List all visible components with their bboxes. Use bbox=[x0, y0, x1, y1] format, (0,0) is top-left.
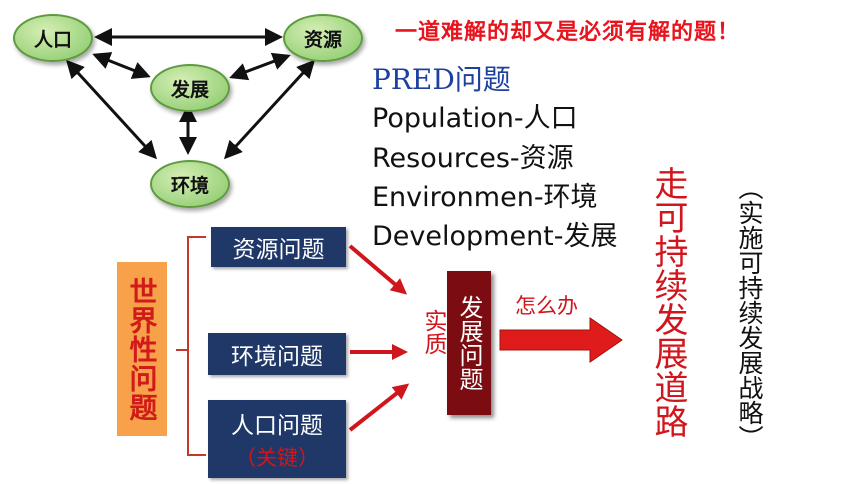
development-problem-box: 发展问题 bbox=[447, 271, 491, 415]
pred-triangle-arrows bbox=[65, 28, 316, 160]
population-problem-key-label: （关键） bbox=[235, 446, 319, 470]
what-to-do-label: 怎么办 bbox=[515, 294, 578, 318]
arrow-to-sustainable-path bbox=[499, 317, 623, 363]
node-environment: 环境 bbox=[150, 160, 230, 208]
arrow-population-essence bbox=[348, 383, 410, 432]
arrow-population-development bbox=[92, 52, 151, 79]
essence-label: 实质 bbox=[420, 309, 446, 355]
arrow-resources-environment bbox=[223, 59, 316, 160]
pred-line-population: Population-人口 bbox=[372, 103, 578, 134]
node-resources-label: 资源 bbox=[303, 28, 342, 51]
resources-problem-box: 资源问题 bbox=[211, 227, 346, 267]
population-problem-label: 人口问题 bbox=[231, 413, 323, 439]
headline: 一道难解的却又是必须有解的题！ bbox=[395, 20, 741, 45]
node-development: 发展 bbox=[150, 64, 230, 112]
arrow-population-environment bbox=[65, 59, 158, 160]
world-problems-box: 世界性问题 bbox=[117, 262, 167, 436]
node-environment-label: 环境 bbox=[170, 174, 209, 197]
arrow-resources-development bbox=[229, 52, 291, 81]
pred-line-environment: Environmen-环境 bbox=[372, 182, 598, 213]
environment-problem-box: 环境问题 bbox=[208, 333, 346, 375]
population-problem-box: 人口问题 （关键） bbox=[208, 400, 346, 478]
pred-line-development: Development-发展 bbox=[372, 221, 618, 252]
node-population-label: 人口 bbox=[33, 28, 72, 51]
node-development-label: 发展 bbox=[170, 78, 209, 101]
flow-connectors bbox=[176, 236, 623, 456]
arrow-resources-essence bbox=[348, 244, 408, 295]
environment-problem-label: 环境问题 bbox=[231, 344, 323, 370]
sustainable-path-label: 走可持续发展道路 bbox=[648, 166, 688, 438]
problems-bracket bbox=[187, 236, 206, 456]
resources-problem-label: 资源问题 bbox=[232, 237, 325, 263]
pred-title: PRED问题 bbox=[372, 63, 511, 96]
strategy-label: （实施可持续发展战略） bbox=[735, 175, 764, 450]
node-population: 人口 bbox=[13, 14, 93, 62]
node-resources: 资源 bbox=[283, 14, 363, 62]
pred-line-resources: Resources-资源 bbox=[372, 143, 574, 174]
